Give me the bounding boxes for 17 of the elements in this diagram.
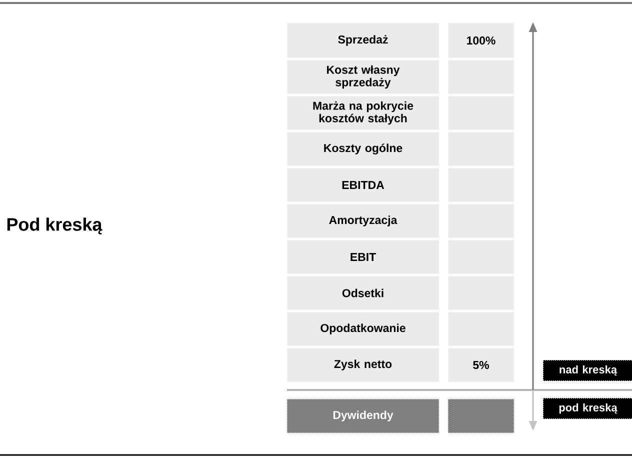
category-box: Opodatkowanie (286, 312, 440, 346)
category-box: Marża na pokrycie kosztów stałych (286, 96, 440, 130)
category-box: EBIT (286, 240, 440, 274)
tag-box: nad kreską (542, 360, 632, 382)
category-box: Odsetki (286, 276, 440, 310)
category-box: Koszty ogólne (286, 132, 440, 166)
category-box: Amortyzacja (286, 204, 440, 238)
value-box: 5% (448, 348, 514, 382)
category-box: Zysk netto (286, 348, 440, 382)
category-box: Sprzedaż (286, 22, 440, 58)
category-box: EBITDA (286, 168, 440, 202)
side-heading: Pod kreską (7, 218, 102, 234)
value-box: 100% (448, 22, 514, 58)
category-box: Dywidendy (286, 398, 440, 434)
tag-box: pod kreską (542, 398, 632, 420)
category-box: Koszt własny sprzedaży (286, 60, 440, 94)
empty-value-box (448, 398, 514, 434)
